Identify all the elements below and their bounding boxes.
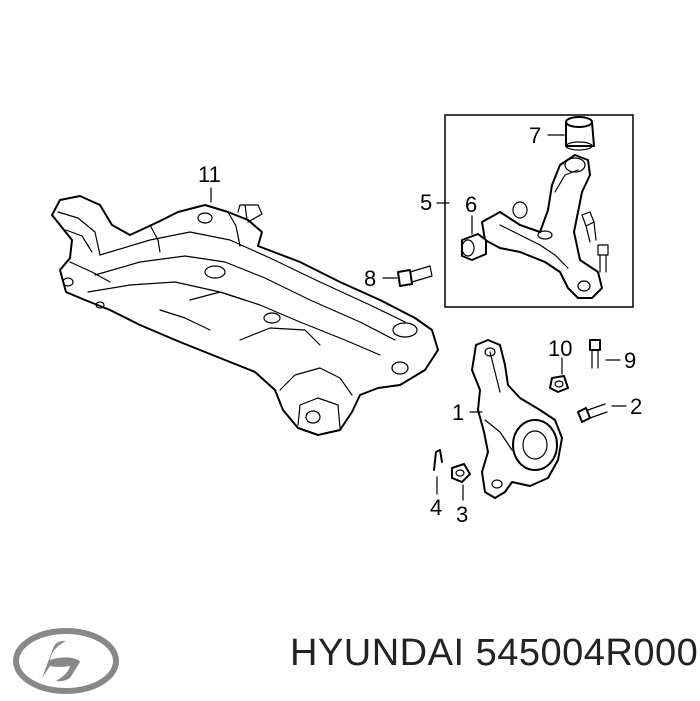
label-part-3: 3 — [456, 502, 468, 527]
vertical-bushing — [565, 116, 595, 151]
part-number: 545004R000 — [475, 632, 699, 674]
label-part-2: 2 — [630, 394, 642, 419]
knuckle-bolt-9 — [589, 339, 601, 369]
label-part-1: 1 — [452, 400, 464, 425]
crossmember-subframe — [51, 195, 439, 436]
label-part-11: 11 — [198, 162, 221, 187]
knuckle-nut — [549, 375, 569, 393]
label-part-9: 9 — [624, 348, 636, 373]
label-part-5: 5 — [420, 190, 432, 215]
label-part-4: 4 — [430, 495, 442, 520]
label-part-10: 10 — [548, 336, 572, 361]
label-part-7: 7 — [529, 123, 541, 148]
knuckle-bolt-2 — [577, 403, 608, 423]
label-part-8: 8 — [364, 266, 376, 291]
lower-control-arm — [481, 154, 603, 299]
brand-part-number: HYUNDAI 545004R000 — [290, 632, 698, 675]
steering-knuckle — [471, 339, 563, 499]
control-arm-box — [444, 114, 634, 308]
arm-bolts — [581, 211, 609, 273]
castle-nut — [451, 463, 471, 483]
brand-name: HYUNDAI — [290, 632, 465, 674]
leader-lines — [210, 134, 627, 501]
label-part-6: 6 — [465, 192, 477, 217]
cotter-pin — [433, 449, 443, 471]
arm-bushing — [461, 201, 528, 261]
subframe-bolt — [397, 265, 433, 287]
hyundai-logo-icon — [12, 626, 120, 701]
